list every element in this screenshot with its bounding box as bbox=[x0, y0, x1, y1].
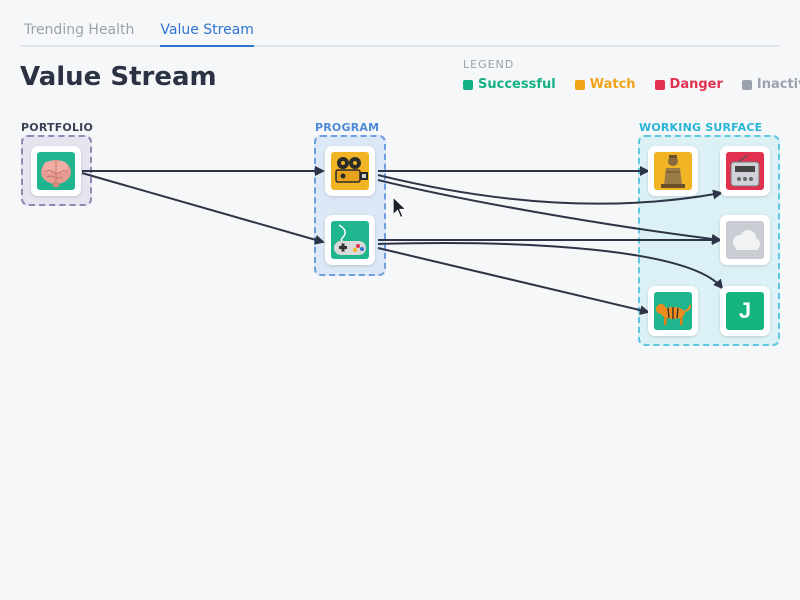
working-node-radio[interactable] bbox=[720, 146, 770, 196]
mouse-cursor-icon bbox=[392, 196, 408, 219]
working-node-j[interactable]: J bbox=[720, 286, 770, 336]
program-node-film-camera[interactable] bbox=[325, 146, 375, 196]
edge-gamepad-to-tiger bbox=[377, 247, 650, 316]
legend: LEGEND Successful Watch Danger Inactive bbox=[463, 58, 800, 92]
tiger-icon bbox=[656, 304, 691, 325]
successful-swatch bbox=[463, 79, 473, 90]
legend-item-successful: Successful bbox=[463, 77, 556, 92]
j-letter: J bbox=[738, 298, 752, 323]
film-camera-icon bbox=[335, 157, 368, 183]
legend-label-successful: Successful bbox=[478, 77, 556, 92]
cloud-icon bbox=[733, 230, 760, 250]
portfolio-node-brain[interactable] bbox=[31, 146, 81, 196]
legend-label-danger: Danger bbox=[669, 77, 723, 92]
tab-trending-health[interactable]: Trending Health bbox=[24, 22, 135, 38]
legend-item-watch: Watch bbox=[574, 77, 636, 92]
brain-icon bbox=[41, 160, 71, 187]
edge-camera-to-cloud bbox=[377, 179, 722, 244]
legend-item-inactive: Inactive bbox=[741, 77, 800, 92]
watch-swatch bbox=[574, 79, 585, 90]
tab-value-stream[interactable]: Value Stream bbox=[160, 14, 254, 47]
legend-label-watch: Watch bbox=[589, 77, 636, 92]
working-node-cloud[interactable] bbox=[720, 215, 770, 265]
working-node-statue[interactable] bbox=[648, 146, 698, 196]
program-node-gamepad[interactable] bbox=[325, 215, 375, 265]
inactive-swatch bbox=[741, 79, 752, 90]
edge-camera-to-radio bbox=[377, 174, 723, 205]
tab-bar: Trending Health Value Stream bbox=[20, 14, 780, 47]
legend-item-danger: Danger bbox=[654, 77, 723, 92]
j-letter-icon: J bbox=[726, 292, 764, 330]
page-title: Value Stream bbox=[20, 62, 217, 92]
statue-icon bbox=[661, 155, 685, 188]
working-node-tiger[interactable] bbox=[648, 286, 698, 336]
working-surface-label: WORKING SURFACE bbox=[639, 121, 763, 134]
gamepad-icon bbox=[334, 224, 366, 255]
radio-icon bbox=[730, 154, 760, 187]
danger-swatch bbox=[654, 79, 665, 90]
portfolio-label: PORTFOLIO bbox=[21, 121, 94, 134]
legend-title: LEGEND bbox=[463, 58, 515, 71]
legend-label-inactive: Inactive bbox=[756, 77, 800, 92]
edge-brain-to-gamepad bbox=[81, 172, 325, 245]
program-label: PROGRAM bbox=[315, 121, 380, 134]
edge-gamepad-to-j bbox=[377, 242, 724, 290]
